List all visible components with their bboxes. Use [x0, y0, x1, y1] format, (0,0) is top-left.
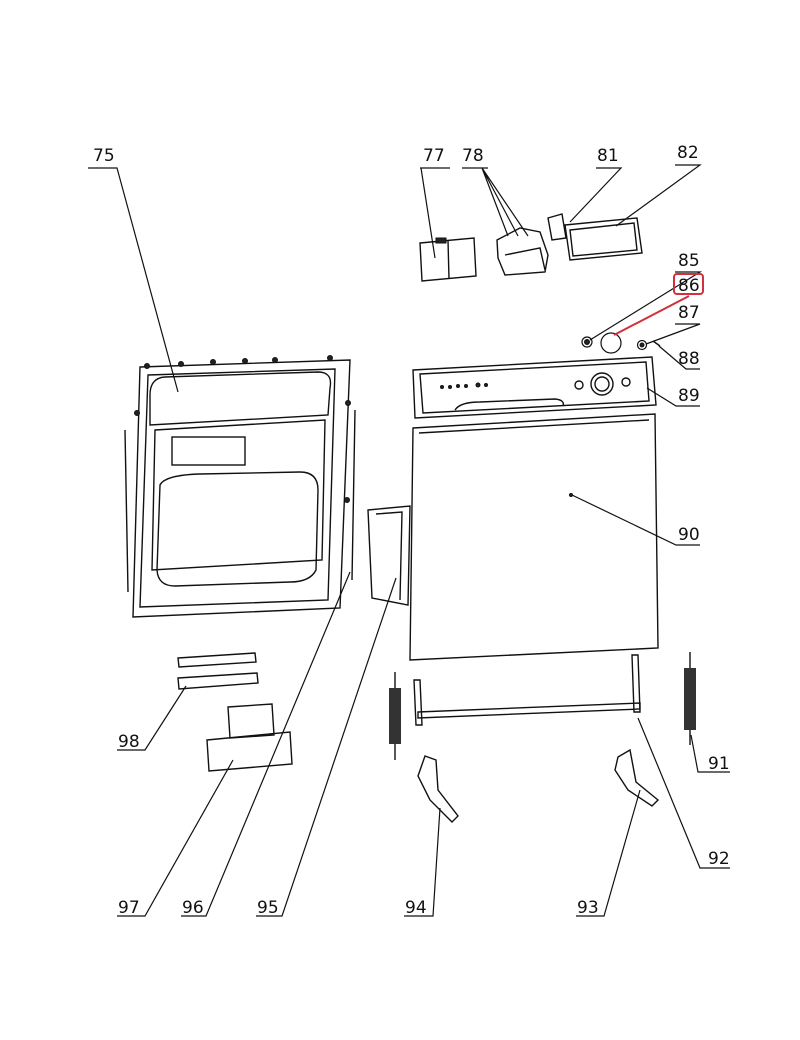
label-85[interactable]: 85: [678, 251, 700, 271]
label-91[interactable]: 91: [708, 754, 730, 774]
label-95[interactable]: 95: [257, 898, 279, 918]
control-knob-parts[interactable]: [581, 332, 661, 354]
microswitch-part-81[interactable]: [547, 213, 567, 241]
label-98[interactable]: 98: [118, 732, 140, 752]
label-93[interactable]: 93: [577, 898, 599, 918]
part-labels: 75 77 78 81 82 85 86 87 88 89 90 91 92 9…: [93, 143, 730, 918]
brackets-part-98[interactable]: [177, 652, 259, 690]
side-trim-part-95[interactable]: [367, 505, 411, 606]
latch-part-78[interactable]: [496, 227, 549, 276]
label-81[interactable]: 81: [597, 146, 619, 166]
leader-lines: [88, 164, 730, 917]
handle-part-97[interactable]: [206, 703, 293, 772]
label-75[interactable]: 75: [93, 146, 115, 166]
label-86[interactable]: 86: [678, 276, 700, 296]
label-89[interactable]: 89: [678, 386, 700, 406]
label-97[interactable]: 97: [118, 898, 140, 918]
hinge-part-93[interactable]: [614, 748, 660, 807]
label-96[interactable]: 96: [182, 898, 204, 918]
label-94[interactable]: 94: [405, 898, 427, 918]
hinge-bar-part-92[interactable]: [413, 654, 641, 726]
label-90[interactable]: 90: [678, 525, 700, 545]
label-78[interactable]: 78: [462, 146, 484, 166]
label-88[interactable]: 88: [678, 349, 700, 369]
label-77[interactable]: 77: [423, 146, 445, 166]
highlight-box-86: [673, 273, 704, 295]
spring-left[interactable]: [389, 672, 401, 760]
detergent-dispenser-part-77[interactable]: [419, 237, 477, 282]
outer-door-panel-part-90[interactable]: [409, 413, 659, 661]
label-92[interactable]: 92: [708, 849, 730, 869]
inner-door-part-75[interactable]: [124, 355, 356, 618]
display-panel-part-82[interactable]: [564, 217, 643, 261]
control-panel-part-89[interactable]: [412, 356, 657, 419]
hinge-part-94[interactable]: [417, 755, 459, 823]
spring-part-91[interactable]: [684, 652, 696, 745]
label-82[interactable]: 82: [677, 143, 699, 163]
label-87[interactable]: 87: [678, 303, 700, 323]
